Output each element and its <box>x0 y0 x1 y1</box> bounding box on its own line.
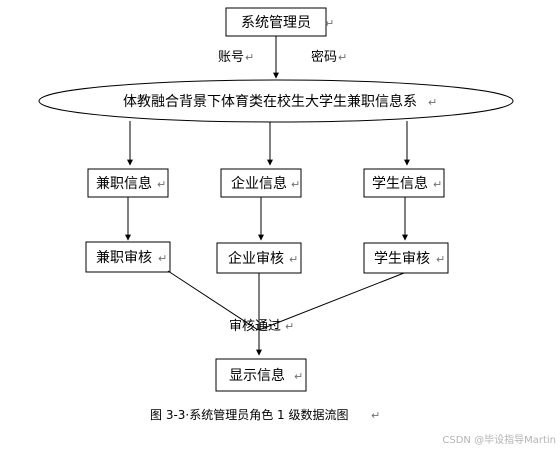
display-info-paragraph-mark: ↵ <box>294 370 303 383</box>
admin-label: 系统管理员 <box>241 15 311 31</box>
parttime-review-label: 兼职审核 <box>96 250 152 266</box>
password-paragraph-mark: ↵ <box>338 51 347 64</box>
parttime-info-node: 兼职信息 ↵ <box>87 168 169 198</box>
parttime-review-paragraph-mark: ↵ <box>158 252 167 265</box>
display-info-node: 显示信息 ↵ <box>215 358 307 392</box>
company-info-node: 企业信息 ↵ <box>220 168 302 198</box>
approved-paragraph-mark: ↵ <box>285 320 294 333</box>
student-info-paragraph-mark: ↵ <box>433 178 442 191</box>
student-review-to-approved-line <box>258 272 405 331</box>
admin-paragraph-mark: ↵ <box>325 17 334 30</box>
csdn-watermark: CSDN @毕设指导Martin <box>442 433 556 446</box>
system-label: 体教融合背景下体育类在校生大学生兼职信息系 <box>123 93 417 110</box>
company-review-label: 企业审核 <box>228 250 284 267</box>
student-review-label: 学生审核 <box>374 251 430 267</box>
account-paragraph-mark: ↵ <box>245 51 254 64</box>
display-info-label: 显示信息 <box>229 367 285 384</box>
system-ellipse <box>38 79 514 123</box>
company-review-node: 企业审核 ↵ <box>216 242 302 274</box>
system-node: 体教融合背景下体育类在校生大学生兼职信息系 ↵ <box>38 79 514 123</box>
company-review-paragraph-mark: ↵ <box>289 253 298 266</box>
parttime-review-node: 兼职审核 ↵ <box>85 241 171 273</box>
parttime-info-paragraph-mark: ↵ <box>157 178 166 191</box>
student-review-paragraph-mark: ↵ <box>436 253 445 266</box>
diagram-caption: 图 3-3·系统管理员角色 1 级数据流图 <box>150 407 349 422</box>
student-review-box <box>363 242 449 274</box>
student-info-label: 学生信息 <box>372 175 428 192</box>
company-info-label: 企业信息 <box>231 175 287 192</box>
company-info-box <box>220 168 302 198</box>
parttime-info-label: 兼职信息 <box>96 175 152 192</box>
student-review-node: 学生审核 ↵ <box>363 242 449 274</box>
parttime-info-box <box>87 168 169 198</box>
caption-paragraph-mark: ↵ <box>371 409 380 422</box>
admin-node: 系统管理员 ↵ <box>225 7 334 37</box>
student-info-node: 学生信息 ↵ <box>363 168 445 198</box>
student-info-box <box>363 168 445 198</box>
admin-box <box>225 7 327 37</box>
parttime-review-to-approved-line <box>167 270 259 331</box>
parttime-review-box <box>85 241 171 273</box>
system-paragraph-mark: ↵ <box>428 96 437 109</box>
company-review-box <box>216 242 302 274</box>
company-info-paragraph-mark: ↵ <box>291 178 300 191</box>
display-info-box <box>215 358 307 392</box>
account-label: 账号 <box>218 50 244 65</box>
approved-label: 审核通过 <box>229 319 281 334</box>
password-label: 密码 <box>311 49 337 65</box>
